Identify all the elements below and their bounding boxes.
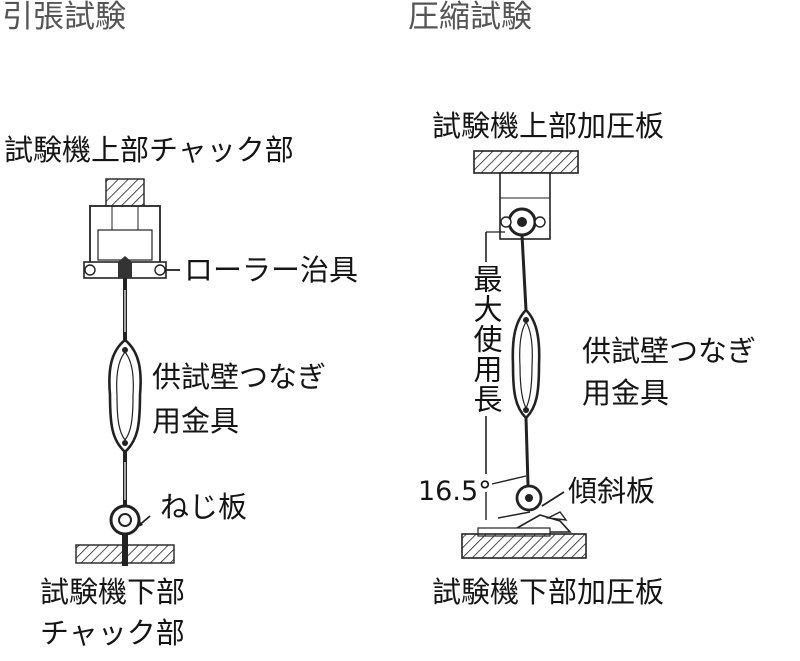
screw-plate-label: ねじ板	[160, 490, 248, 524]
tension-lower-chuck	[75, 544, 175, 564]
compression-upper-plate	[473, 150, 579, 240]
compression-angle-marker	[485, 475, 531, 520]
angle-label: 16.5°	[418, 476, 492, 507]
compression-upper-plate-label: 試験機上部加圧板	[432, 109, 665, 143]
compression-roller-jig	[500, 207, 546, 237]
compression-lower-plate	[461, 527, 587, 559]
roller-jig-label: ローラー治具	[184, 253, 359, 287]
max-length-label: 最大使用長	[469, 262, 503, 416]
tension-roller-jig	[83, 256, 180, 279]
compression-tilt-plate	[506, 484, 572, 533]
tension-fitting-label-line2: 用金具	[152, 404, 240, 438]
tension-lower-chuck-label-line2: チャック部	[40, 616, 185, 650]
compression-fitting-label-line2: 用金具	[582, 376, 670, 410]
tension-upper-chuck-label: 試験機上部チャック部	[4, 133, 294, 167]
compression-wall-tie-fitting	[511, 234, 541, 486]
tilt-plate-label: 傾斜板	[568, 474, 656, 508]
compression-lower-plate-label: 試験機下部加圧板	[432, 575, 665, 609]
tension-lower-chuck-label-line1: 試験機下部	[40, 575, 186, 609]
compression-fitting-label-line1: 供試壁つなぎ	[582, 334, 757, 368]
tension-fitting-label-line1: 供試壁つなぎ	[152, 360, 327, 394]
tension-wall-tie-fitting	[108, 278, 142, 508]
tension-title: 引張試験	[2, 0, 126, 35]
compression-title: 圧縮試験	[408, 0, 532, 35]
tension-upper-chuck	[89, 178, 161, 267]
